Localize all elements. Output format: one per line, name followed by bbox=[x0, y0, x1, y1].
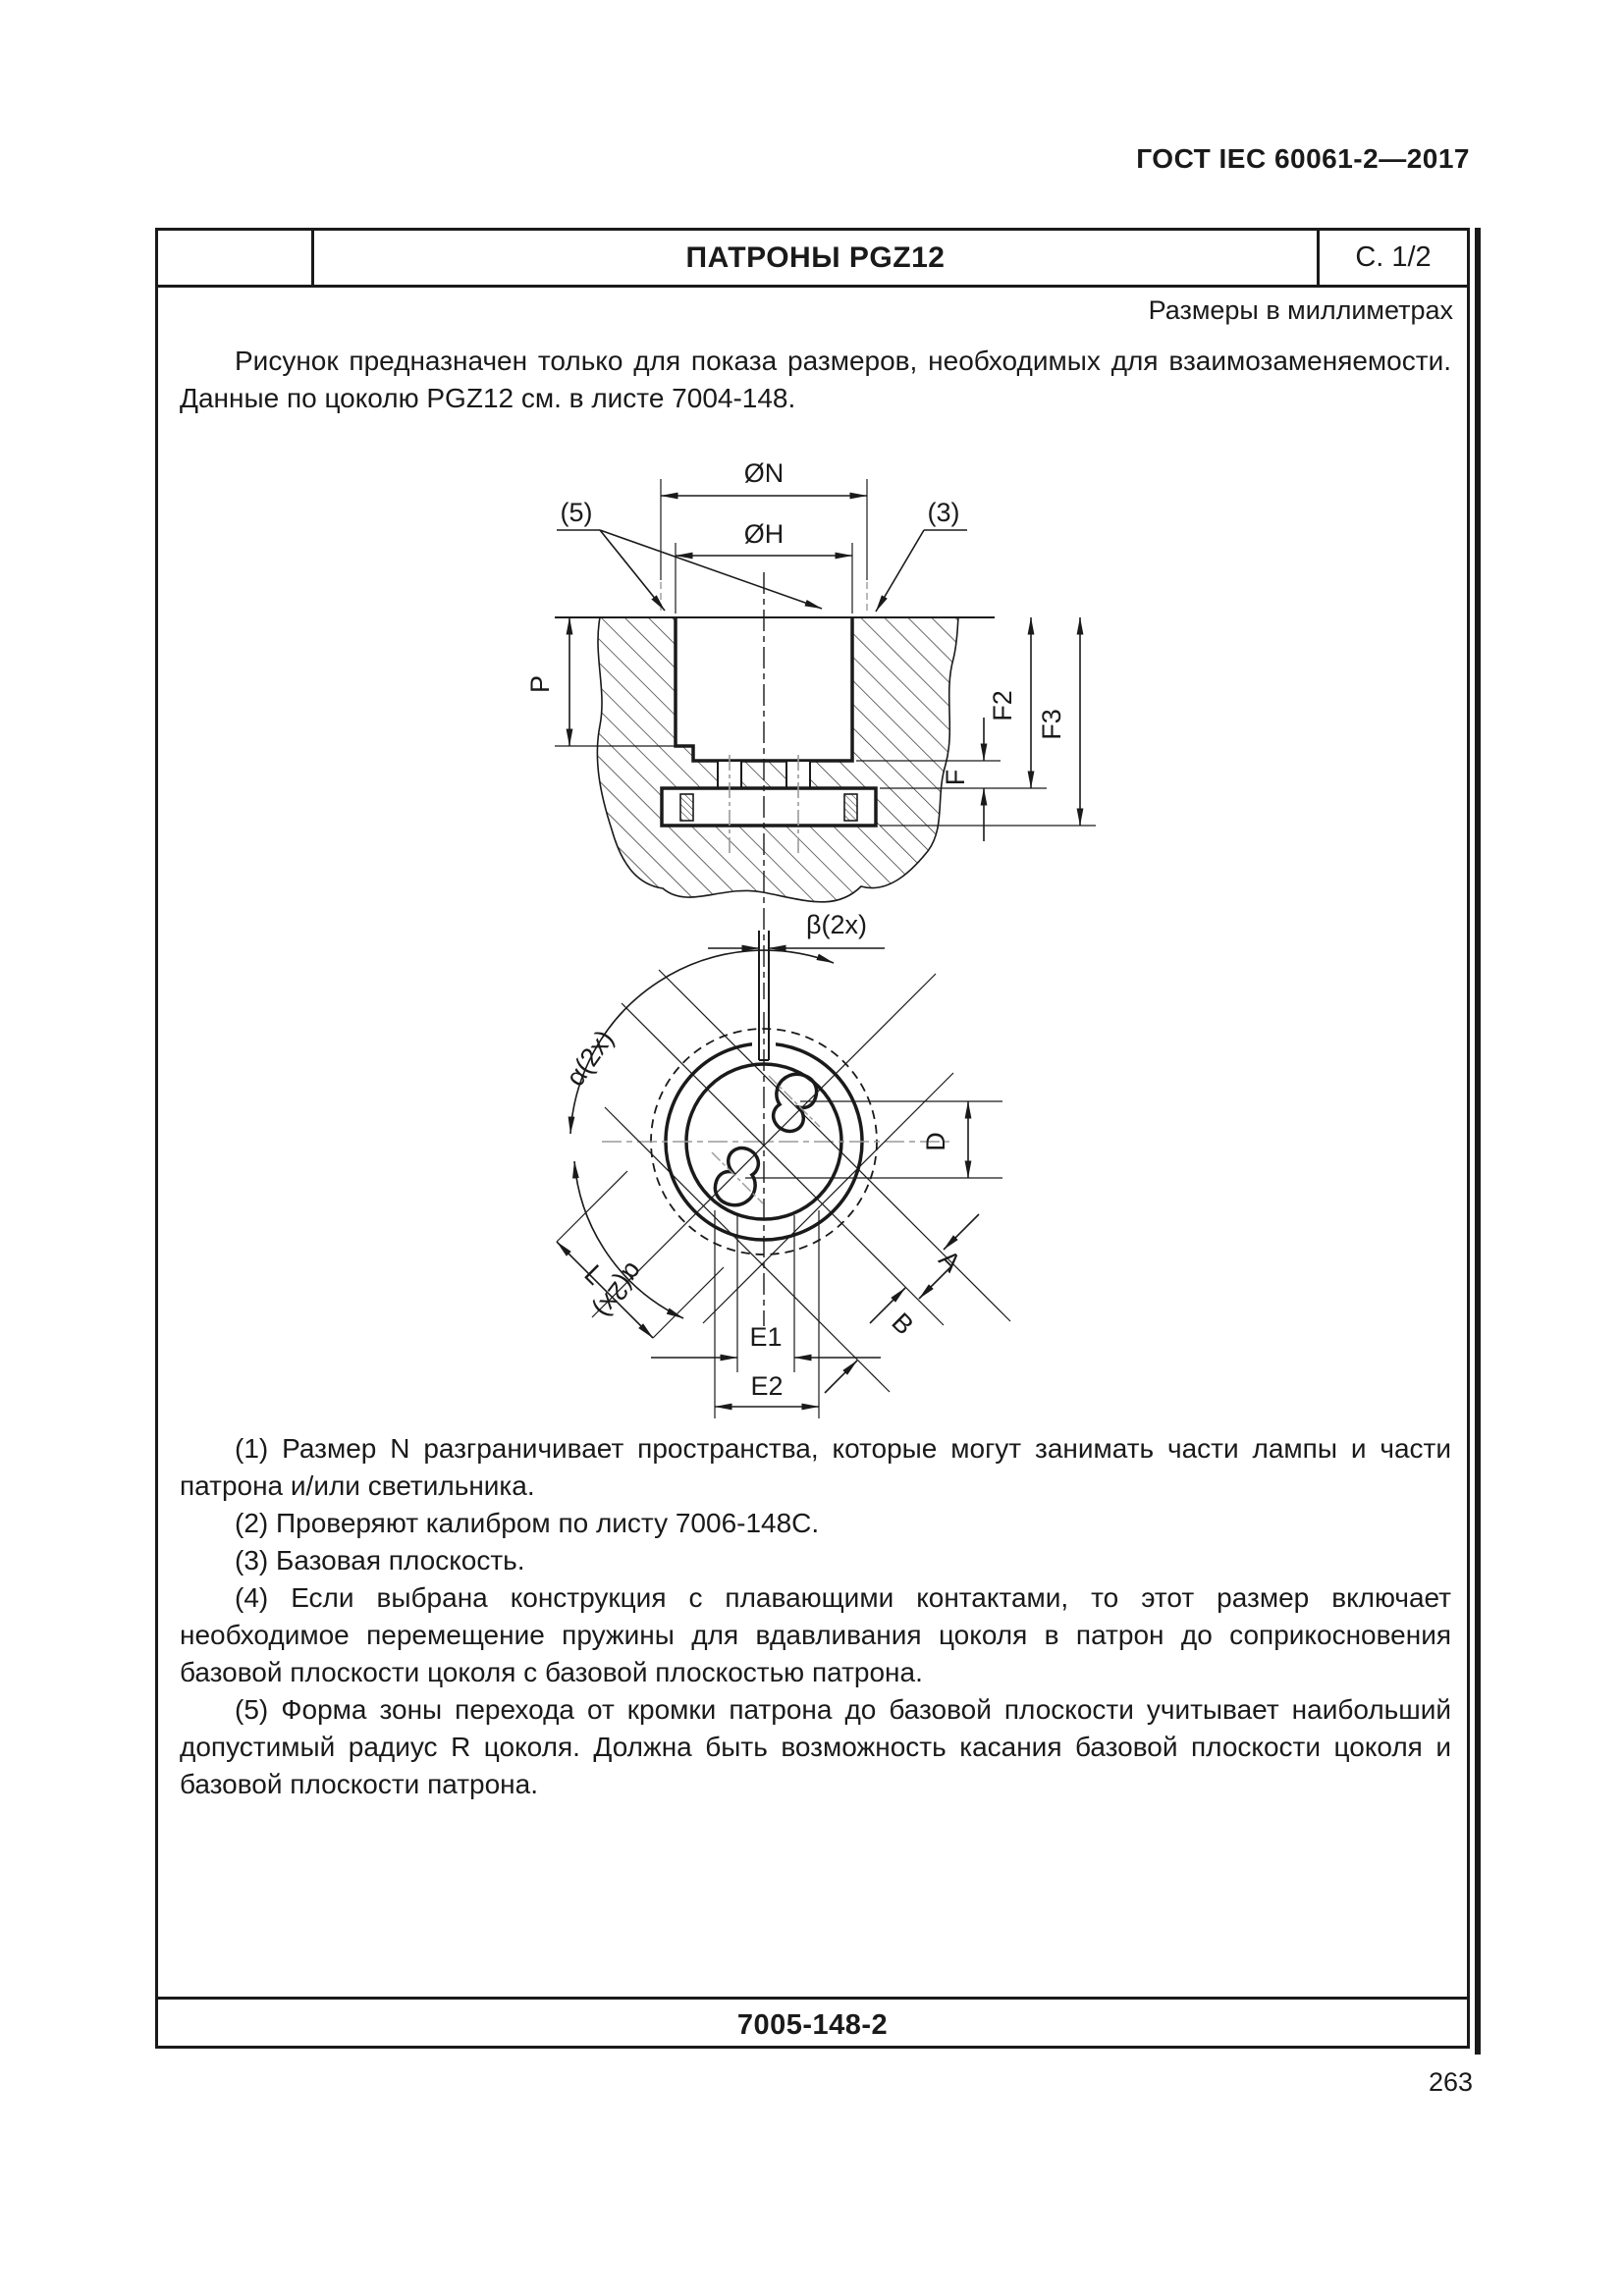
ref5-leader-1 bbox=[599, 529, 666, 612]
dim-label-e2: E2 bbox=[750, 1371, 783, 1401]
note-2: (2) Проверяют калибром по листу 7006-148… bbox=[235, 1508, 820, 1538]
contact-slot-lower bbox=[713, 1146, 761, 1207]
sheet-reference: 7005-148-2 bbox=[158, 1997, 1467, 2052]
note-5: (5) Форма зоны перехода от кромки патрон… bbox=[180, 1694, 1451, 1799]
notes-block: (1) Размер N разграничивает пространства… bbox=[180, 1430, 1451, 1803]
sheet-frame: ПАТРОНЫ PGZ12 С. 1/2 Размеры в миллиметр… bbox=[155, 228, 1470, 2049]
sheet-page-marker: С. 1/2 bbox=[1317, 231, 1467, 285]
standard-reference: ГОСТ IEC 60061-2—2017 bbox=[1136, 143, 1470, 174]
ref3-leader bbox=[875, 529, 925, 613]
sheet-title-row: ПАТРОНЫ PGZ12 С. 1/2 bbox=[158, 231, 1467, 288]
dimension-drawing-svg: ØN ØH (5) (3) P bbox=[525, 458, 1096, 1418]
contact-left bbox=[679, 793, 694, 822]
diag-tangent-2 bbox=[604, 1106, 891, 1393]
dim-b-stem-1 bbox=[918, 1265, 952, 1300]
dim-label-alpha-upper: α(2x) bbox=[561, 1025, 620, 1092]
antidiag-2 bbox=[702, 1072, 954, 1324]
technical-drawing: ØN ØH (5) (3) P bbox=[158, 435, 1473, 1436]
intro-paragraph: Рисунок предназначен только для показа р… bbox=[180, 346, 1451, 413]
cross-section-view: ØN ØH (5) (3) P bbox=[525, 458, 1096, 999]
ref-label-3: (3) bbox=[928, 498, 960, 527]
beta-dimension: β(2x) bbox=[708, 910, 885, 952]
dim-l-ext-1 bbox=[556, 1170, 628, 1243]
dim-a-stem-1 bbox=[943, 1213, 980, 1251]
ref5-leader-2 bbox=[599, 529, 823, 610]
bottom-view: α(2x) α(2x) L D A B bbox=[556, 931, 1011, 1418]
dim-label-d: D bbox=[921, 1132, 950, 1151]
sheet-title: ПАТРОНЫ PGZ12 bbox=[685, 240, 946, 274]
dim-a-stem-2 bbox=[869, 1287, 906, 1324]
dim-label-h: ØH bbox=[744, 519, 785, 549]
dim-label-f: F bbox=[941, 770, 970, 786]
dim-l-ext-2 bbox=[652, 1266, 725, 1339]
dim-label-n: ØN bbox=[744, 458, 785, 488]
contact-plate bbox=[660, 786, 878, 828]
dim-label-b: B bbox=[886, 1308, 919, 1341]
cavity-outline bbox=[674, 617, 854, 763]
ref-label-5: (5) bbox=[561, 498, 593, 527]
right-double-rule bbox=[1475, 228, 1481, 2055]
contact-slot-upper bbox=[771, 1072, 819, 1134]
dim-b-stem-2 bbox=[824, 1360, 858, 1394]
dim-label-f3: F3 bbox=[1037, 709, 1066, 740]
diag-tangent-1 bbox=[658, 969, 1011, 1322]
dim-label-f2: F2 bbox=[988, 690, 1017, 721]
dim-label-p: P bbox=[525, 675, 555, 693]
units-note: Размеры в миллиметрах bbox=[1148, 295, 1453, 325]
contact-right bbox=[843, 793, 858, 822]
dim-alpha-upper-arc bbox=[568, 949, 835, 1135]
title-cell-empty bbox=[158, 231, 314, 285]
note-1: (1) Размер N разграничивает пространства… bbox=[180, 1433, 1451, 1501]
dim-label-beta: β(2x) bbox=[806, 910, 867, 939]
contact-lower-axis bbox=[711, 1151, 764, 1204]
note-4: (4) Если выбрана конструкция с плавающим… bbox=[180, 1582, 1451, 1687]
page-number: 263 bbox=[1428, 2067, 1473, 2097]
dim-l-line bbox=[556, 1241, 654, 1339]
dim-label-e1: E1 bbox=[749, 1322, 782, 1352]
note-3: (3) Базовая плоскость. bbox=[235, 1545, 525, 1575]
